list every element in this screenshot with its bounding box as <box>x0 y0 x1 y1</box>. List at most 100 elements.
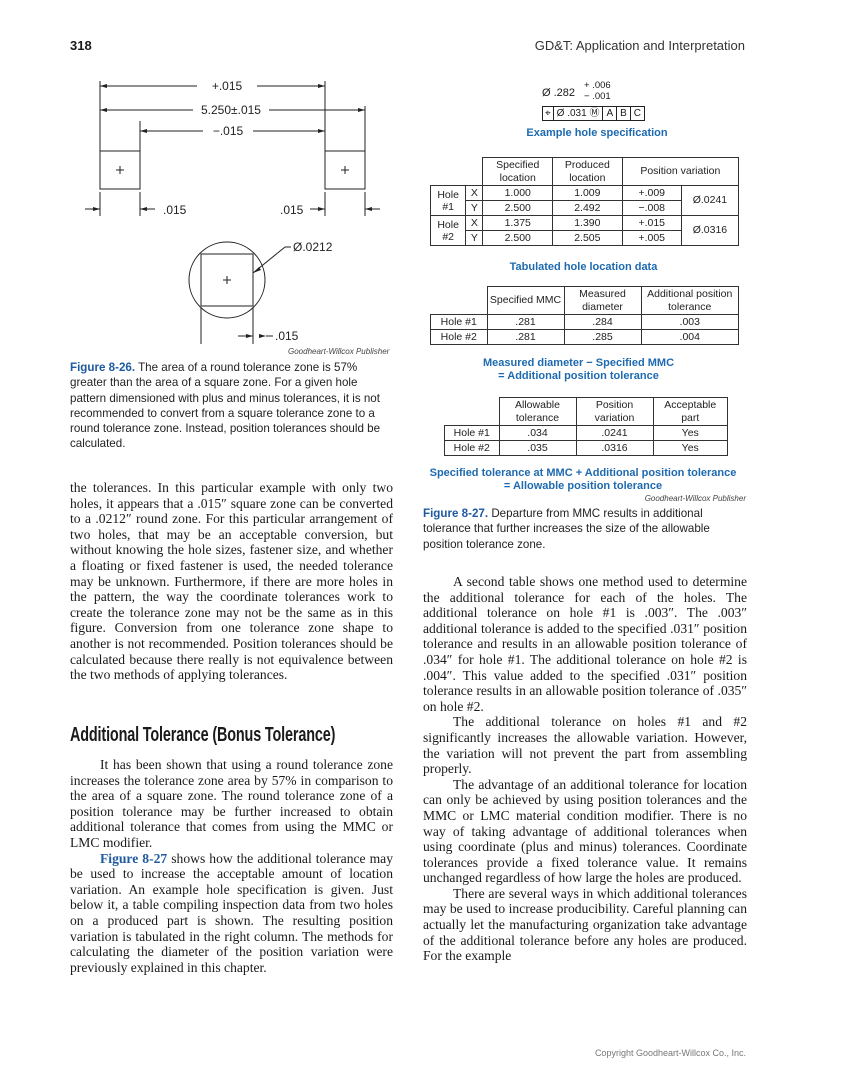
table1-caption: Tabulated hole location data <box>509 261 658 273</box>
figure-8-27-label: Figure 8-27. <box>423 507 489 520</box>
t2-cell: .281 <box>486 329 565 345</box>
dim-lower: .015 <box>275 329 299 343</box>
left-p1: the tolerances. In this particular examp… <box>70 480 393 683</box>
figure-8-26-caption: Figure 8-26. The area of a round toleran… <box>70 360 395 452</box>
t1-cell: +.009 <box>621 185 682 201</box>
t1-header-specified: Specified location <box>482 157 554 186</box>
dim-top: +.015 <box>212 79 243 93</box>
table-row: Hole #1 X 1.000 1.009 +.009 Ø.0241 <box>429 185 740 216</box>
hole-spec-plus: + .006 <box>584 80 611 91</box>
t1-cell: 1.000 <box>482 185 554 201</box>
allowable-tolerance-table: Allowable tolerance Position variation A… <box>444 397 728 456</box>
table-row: Y 2.500 2.505 +.005 <box>431 230 739 246</box>
fcf-datum-b: B <box>617 107 631 120</box>
figure-8-26-label: Figure 8-26. <box>70 361 136 374</box>
figure-8-27-credit: Goodheart-Willcox Publisher <box>644 494 746 503</box>
t1-pos-var: Ø.0241 <box>680 185 740 216</box>
t1-cell: 2.500 <box>482 200 554 216</box>
left-p3-rest: shows how the additional tolerance may b… <box>70 850 393 975</box>
t1-pos-var: Ø.0316 <box>680 215 740 246</box>
table3-caption-line1: Specified tolerance at MMC + Additional … <box>429 467 737 479</box>
t2-cell: .285 <box>563 329 642 345</box>
hole-spec-caption: Example hole specification <box>526 127 668 139</box>
figure-8-26-credit: Goodheart-Willcox Publisher <box>288 347 390 356</box>
t3-cell: .034 <box>498 425 577 441</box>
t2-cell: Hole #2 <box>430 329 488 345</box>
t3-cell: Hole #1 <box>444 425 500 441</box>
table-row: Hole #1 .034 .0241 Yes <box>444 425 728 441</box>
t1-cell: +.005 <box>621 230 682 246</box>
right-p2: The additional tolerance on holes #1 and… <box>423 714 747 777</box>
t2-cell: .004 <box>640 329 739 345</box>
t3-header-acceptable: Acceptable part <box>652 397 728 426</box>
hole-spec: Ø .282 + .006 − .001 <box>540 80 660 118</box>
table-row: Hole #2 .281 .285 .004 <box>430 329 739 345</box>
left-p3: Figure 8-27 shows how the additional tol… <box>70 851 393 976</box>
position-symbol-icon: ⌖ <box>543 107 554 120</box>
t2-cell: .003 <box>640 314 739 330</box>
right-p1: A second table shows one method used to … <box>423 574 747 714</box>
figure-8-27-link[interactable]: Figure 8-27 <box>100 850 168 866</box>
left-paragraphs-2-3: It has been shown that using a round tol… <box>70 757 393 975</box>
fcf-datum-a: A <box>603 107 618 120</box>
t2-cell: Hole #1 <box>430 314 488 330</box>
t1-cell: +.015 <box>621 215 682 231</box>
dim-right: .015 <box>280 203 304 217</box>
hole-location-table: Specified location Produced location Pos… <box>429 157 740 246</box>
table-row: Hole #1 .281 .284 .003 <box>430 314 739 330</box>
page-number: 318 <box>70 38 92 53</box>
circle-dia-label: Ø.0212 <box>293 240 333 254</box>
t1-axis: X <box>465 185 484 201</box>
fcf-datum-c: C <box>633 108 642 119</box>
section-heading: Additional Tolerance (Bonus Tolerance) <box>70 724 336 746</box>
t1-hole1-label: Hole #1 <box>429 185 467 216</box>
figure-8-26-drawing: +.015 5.250±.015 −.015 .015 .015 Ø.0212 … <box>85 79 380 344</box>
t3-cell: Hole #2 <box>444 440 500 456</box>
table-row: Hole #2 .035 .0316 Yes <box>444 440 728 456</box>
t2-header-mmc: Specified MMC <box>486 286 565 315</box>
t1-hole2-label: Hole #2 <box>429 215 467 246</box>
t2-cell: .284 <box>563 314 642 330</box>
t3-cell: Yes <box>652 440 728 456</box>
table2-caption: Measured diameter − Specified MMC = Addi… <box>455 357 702 383</box>
t1-header-position: Position variation <box>621 157 740 186</box>
figure-8-26-caption-text: The area of a round tolerance zone is 57… <box>70 361 381 451</box>
t3-header-variation: Position variation <box>575 397 654 426</box>
t3-cell: Yes <box>652 425 728 441</box>
copyright: Copyright Goodheart-Willcox Co., Inc. <box>594 1048 746 1058</box>
figure-8-27-caption-text: Departure from MMC results in additional… <box>423 507 710 551</box>
table3-caption: Specified tolerance at MMC + Additional … <box>418 467 748 493</box>
table-row: Y 2.500 2.492 −.008 <box>431 200 739 216</box>
t2-cell: .281 <box>486 314 565 330</box>
t1-cell: −.008 <box>621 200 682 216</box>
t3-cell: .0316 <box>575 440 654 456</box>
t1-cell: 2.500 <box>482 230 554 246</box>
t2-header-additional: Additional position tolerance <box>640 286 739 315</box>
fcf-tolerance: Ø .031 Ⓜ <box>554 107 604 120</box>
t1-cell: 2.505 <box>552 230 623 246</box>
running-title: GD&T: Application and Interpretation <box>534 38 745 53</box>
hole-spec-minus: − .001 <box>584 91 611 102</box>
right-p3: The advantage of an additional tolerance… <box>423 776 747 886</box>
t1-cell: 1.375 <box>482 215 554 231</box>
t3-cell: .0241 <box>575 425 654 441</box>
figure-8-27-caption: Figure 8-27. Departure from MMC results … <box>423 506 748 552</box>
dim-left: .015 <box>163 203 187 217</box>
table3-caption-line2: = Allowable position tolerance <box>503 480 663 492</box>
table2-caption-line1: Measured diameter − Specified MMC <box>482 357 675 369</box>
hole-spec-dia: Ø .282 <box>542 87 576 99</box>
additional-tolerance-table: Specified MMC Measured diameter Addition… <box>430 286 739 345</box>
t2-header-measured: Measured diameter <box>563 286 642 315</box>
table-row: Hole #2 X 1.375 1.390 +.015 Ø.0316 <box>429 215 740 246</box>
t1-axis: X <box>465 215 484 231</box>
left-p2: It has been shown that using a round tol… <box>70 757 393 850</box>
t3-cell: .035 <box>498 440 577 456</box>
right-p4: There are several ways in which addition… <box>423 885 747 964</box>
feature-control-frame: ⌖ Ø .031 Ⓜ A B C <box>542 106 646 121</box>
t1-header-produced: Produced location <box>552 157 623 186</box>
t1-axis: Y <box>465 200 484 216</box>
right-column: A second table shows one method used to … <box>423 574 747 964</box>
t1-cell: 1.009 <box>552 185 623 201</box>
t1-cell: 2.492 <box>552 200 623 216</box>
dim-mid: 5.250±.015 <box>201 103 261 117</box>
